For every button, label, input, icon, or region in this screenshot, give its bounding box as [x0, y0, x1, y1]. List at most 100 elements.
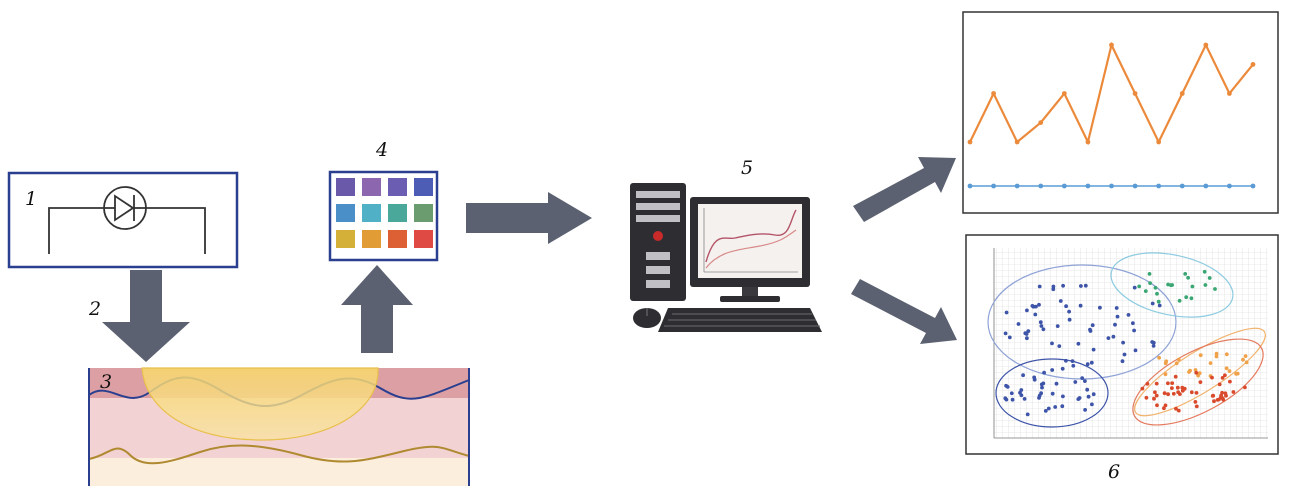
sensor-cell [336, 178, 355, 196]
scatter-point [1025, 308, 1029, 313]
scatter-point [1241, 357, 1245, 362]
scatter-point [1071, 363, 1076, 368]
data-point [1038, 120, 1044, 125]
scatter-point [1067, 317, 1072, 322]
scatter-point [1174, 361, 1179, 366]
scatter-point [1076, 341, 1081, 346]
scatter-point [1131, 321, 1135, 326]
scatter-point [1157, 303, 1162, 308]
down-arrow [102, 270, 190, 362]
scatter-point [1041, 381, 1046, 386]
sensor-cell [362, 178, 381, 196]
tissue-sample [88, 367, 470, 486]
scatter-point [1163, 372, 1168, 377]
data-point [1085, 183, 1091, 189]
data-point [1156, 139, 1162, 145]
scatter-point [1243, 385, 1247, 390]
scatter-point [1133, 348, 1138, 353]
data-point [1227, 91, 1232, 96]
scatter-point [1007, 335, 1012, 340]
scatter-point [1186, 275, 1190, 280]
scatter-point [1042, 370, 1046, 375]
scatter-point [1152, 396, 1156, 401]
scatter-point [1050, 391, 1055, 396]
scatter-point [1234, 371, 1239, 376]
cluster-ellipse-blue-bottom [995, 358, 1109, 428]
scatter-point [1083, 408, 1087, 412]
step-label-3: 3 [100, 371, 113, 393]
scatter-point [1061, 394, 1065, 399]
sensor-cell [362, 204, 381, 222]
scatter-point [1157, 355, 1161, 360]
scatter-point [1151, 340, 1156, 345]
scatter-point [1039, 324, 1044, 328]
step-label-2: 2 [89, 298, 102, 320]
scatter-point [1155, 403, 1159, 408]
data-point [1250, 62, 1256, 67]
data-point [1014, 139, 1020, 145]
sensor-cell [414, 178, 433, 196]
scatter-point [1194, 370, 1199, 375]
scatter-point [1151, 344, 1156, 348]
scatter-point [1212, 399, 1216, 404]
scatter-point [1244, 360, 1249, 365]
data-point [1109, 183, 1114, 189]
scatter-point [1217, 397, 1221, 402]
scatter-point [1224, 352, 1229, 357]
sensor-cell [336, 230, 355, 248]
scatter-point [1022, 397, 1027, 401]
scatter-point [1189, 296, 1194, 301]
scatter-point [1106, 336, 1111, 340]
arrow-to-line-chart [853, 157, 956, 222]
data-point [1179, 91, 1185, 96]
scatter-point [1054, 381, 1059, 386]
scatter-point [1137, 284, 1142, 289]
scatter-point [1016, 322, 1021, 326]
light-cone [141, 367, 379, 441]
scatter-point [1231, 390, 1236, 394]
scatter-point [1147, 272, 1152, 276]
scatter-point [1175, 385, 1180, 390]
scatter-point [1111, 334, 1116, 339]
sensor-cell [336, 204, 355, 222]
data-point [991, 183, 996, 189]
data-point [1203, 183, 1209, 189]
scatter-point [1090, 323, 1095, 328]
scatter-point [1085, 362, 1090, 367]
scatter-point [1126, 313, 1131, 317]
scatter-point [1091, 347, 1096, 352]
scatter-point [1024, 332, 1029, 336]
scatter-point [1067, 309, 1071, 314]
sensor-cell [414, 230, 433, 248]
sensor-cell [414, 204, 433, 222]
scatter-point [1051, 284, 1056, 289]
scatter-point [1196, 373, 1200, 378]
scatter-point [1064, 358, 1068, 363]
scatter-point [1170, 381, 1175, 385]
scatter-point [1228, 379, 1232, 384]
scatter-point [1009, 391, 1014, 396]
data-point [1014, 183, 1020, 189]
scatter-point [1187, 370, 1191, 374]
scatter-point [1114, 306, 1119, 310]
step-label-6: 6 [1108, 461, 1121, 483]
scatter-point [1224, 366, 1229, 371]
data-point [1156, 183, 1162, 189]
scatter-point [1202, 269, 1207, 274]
scatter-point [1176, 408, 1181, 413]
scatter-point [1021, 373, 1025, 378]
scatter-point [1132, 285, 1137, 290]
cluster-ellipse-orange [1134, 327, 1266, 417]
scatter-point [1055, 324, 1060, 328]
scatter-point [1213, 287, 1217, 291]
scatter-point [1030, 304, 1035, 308]
scatter-point [1032, 377, 1037, 382]
scatter-point [1177, 298, 1182, 303]
scatter-point [1176, 357, 1181, 362]
scatter-point [1053, 405, 1058, 409]
scatter-point [1170, 386, 1174, 390]
scatter-point [1089, 360, 1094, 365]
arrow-to-scatter-chart [851, 279, 957, 344]
data-point [1179, 183, 1185, 189]
